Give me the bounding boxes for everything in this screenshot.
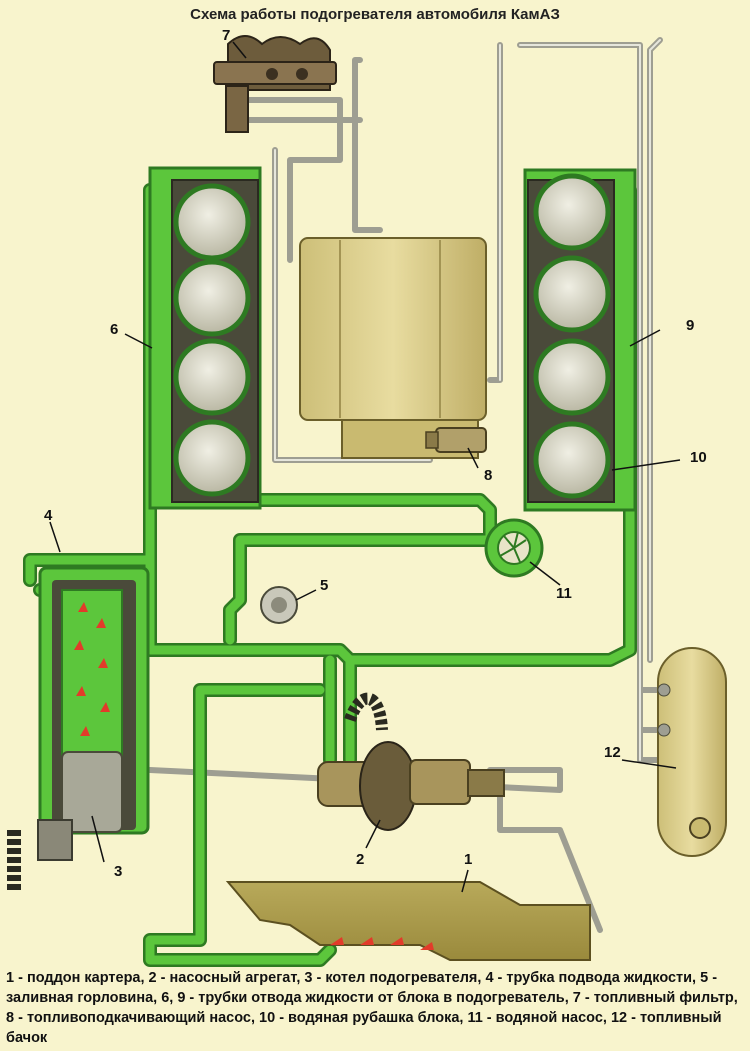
cylinder <box>533 173 611 251</box>
right-cylinder-bank <box>523 168 637 512</box>
cylinder <box>533 338 611 416</box>
cylinder <box>173 419 251 497</box>
callout-9: 9 <box>686 317 694 334</box>
callout-6: 6 <box>110 321 118 338</box>
oil-sump <box>225 881 591 961</box>
water-pump <box>484 518 544 578</box>
cylinder <box>533 421 611 499</box>
callout-8: 8 <box>484 467 492 484</box>
callout-12: 12 <box>604 744 621 761</box>
leader-lines <box>49 41 681 893</box>
central-fuel-tank <box>299 237 487 459</box>
filler-neck <box>260 586 298 624</box>
left-cylinder-bank <box>148 166 262 510</box>
callout-7: 7 <box>222 27 230 44</box>
callout-5: 5 <box>320 577 328 594</box>
fuel-pump <box>425 427 487 453</box>
callout-11: 11 <box>556 585 572 602</box>
callout-3: 3 <box>114 863 122 880</box>
callout-2: 2 <box>356 851 364 868</box>
flame-marks <box>74 602 110 736</box>
fuel-lines-highlight <box>274 39 661 761</box>
diagram-title: Схема работы подогревателя автомобиля Ка… <box>190 6 560 23</box>
pump-unit <box>317 692 505 831</box>
cylinder <box>533 255 611 333</box>
callout-4: 4 <box>44 507 53 524</box>
cylinder <box>173 259 251 337</box>
callout-labels: 7 6 9 10 8 4 5 11 12 3 2 1 <box>44 27 707 880</box>
callout-1: 1 <box>464 851 472 868</box>
fuel-filter <box>213 35 337 133</box>
cylinder <box>173 338 251 416</box>
legend-caption: 1 - поддон картера, 2 - насосный агрегат… <box>6 970 738 1046</box>
cylinder <box>173 183 251 261</box>
callout-10: 10 <box>690 449 707 466</box>
heater-boiler <box>7 566 150 890</box>
fuel-tank <box>657 647 727 857</box>
